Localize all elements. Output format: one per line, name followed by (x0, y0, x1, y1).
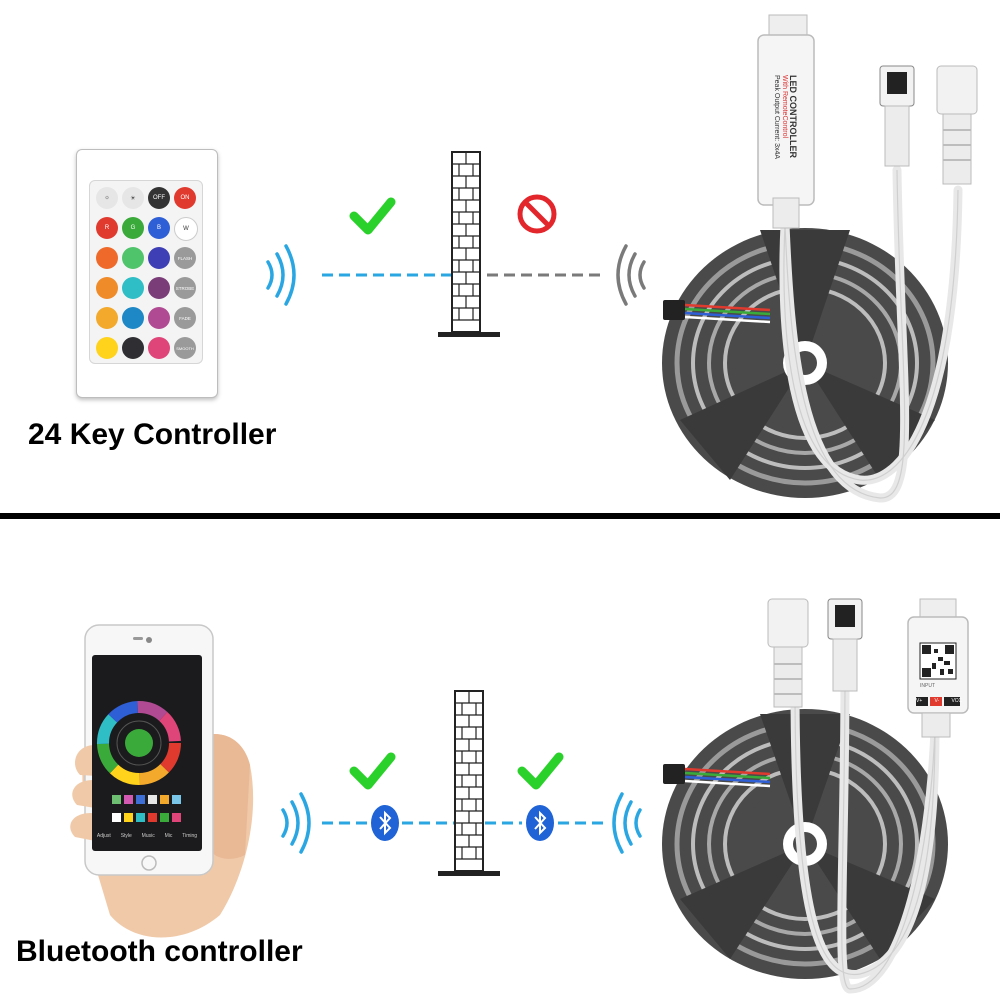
color-key (122, 277, 144, 299)
bt-input-label: INPUT (920, 683, 935, 689)
color-key (148, 307, 170, 329)
tab-timing[interactable]: Timing (182, 833, 198, 839)
color-key (148, 247, 170, 269)
controller-sub-label: With RemoteControl (781, 75, 788, 139)
ir-led-controller (757, 14, 815, 229)
bluetooth-icon (526, 805, 554, 841)
ir-remote: ☼ ☀ OFF ON R G B W FLASH STROBE FADE SMO… (76, 149, 218, 398)
check-icon (349, 197, 396, 235)
controller-label: LED CONTROLLER (788, 75, 798, 158)
color-key (96, 337, 118, 359)
tab-mic[interactable]: Mic (164, 833, 173, 839)
brightness-up-key: ☼ (96, 187, 118, 209)
color-key (96, 307, 118, 329)
wifi-wave-icon (612, 792, 642, 854)
qr-code-icon (919, 642, 957, 680)
section-divider (0, 513, 1000, 519)
pin-v-plus: V+ (916, 698, 923, 704)
color-key (96, 247, 118, 269)
ir-signal-diagram (266, 14, 978, 503)
fade-key: FADE (174, 307, 196, 329)
remote-keypad: ☼ ☀ OFF ON R G B W FLASH STROBE FADE SMO… (89, 180, 203, 364)
led-strip-reel (662, 228, 948, 498)
green-key: G (122, 217, 144, 239)
ban-icon (517, 194, 557, 234)
app-screen: Adjust Style Music Mic Timing (92, 655, 202, 851)
bluetooth-led-controller (907, 598, 969, 738)
app-tab-bar: Adjust Style Music Mic Timing (92, 833, 202, 839)
dc-jack-connector (767, 598, 809, 708)
pin-v-minus: V- (934, 698, 940, 704)
color-wheel (97, 701, 181, 822)
wifi-wave-icon (616, 244, 646, 306)
color-key (148, 337, 170, 359)
bluetooth-icon (371, 805, 399, 841)
flash-key: FLASH (174, 247, 196, 269)
preset-swatches (112, 795, 181, 822)
controller-spec: Peak Output Current: 3x4A (773, 75, 780, 160)
four-pin-connector (827, 598, 863, 692)
smooth-key: SMOOTH (174, 337, 196, 359)
color-key (122, 337, 144, 359)
pin-vcc: VCC (951, 698, 962, 704)
wifi-wave-icon (281, 792, 311, 854)
tab-music[interactable]: Music (141, 833, 155, 839)
wifi-wave-icon (266, 244, 296, 306)
color-key (122, 307, 144, 329)
brick-wall-icon (438, 151, 500, 337)
bottom-caption: Bluetooth controller (16, 935, 303, 968)
bluetooth-signal-diagram (281, 598, 969, 994)
color-key (122, 247, 144, 269)
strobe-key: STROBE (174, 277, 196, 299)
top-caption: 24 Key Controller (28, 418, 277, 451)
color-key (148, 277, 170, 299)
blue-key: B (148, 217, 170, 239)
color-key (96, 277, 118, 299)
brick-wall-icon (438, 690, 500, 876)
dc-jack-connector (936, 65, 978, 185)
tab-adjust[interactable]: Adjust (96, 833, 111, 839)
on-key: ON (174, 187, 196, 209)
brightness-down-key: ☀ (122, 187, 144, 209)
four-pin-connector (879, 65, 915, 167)
check-icon (349, 752, 396, 790)
bt-pin-labels: V+ V- VCC (916, 698, 962, 704)
check-icon (517, 752, 564, 790)
red-key: R (96, 217, 118, 239)
tab-style[interactable]: Style (120, 833, 132, 839)
off-key: OFF (148, 187, 170, 209)
white-key: W (174, 217, 198, 241)
